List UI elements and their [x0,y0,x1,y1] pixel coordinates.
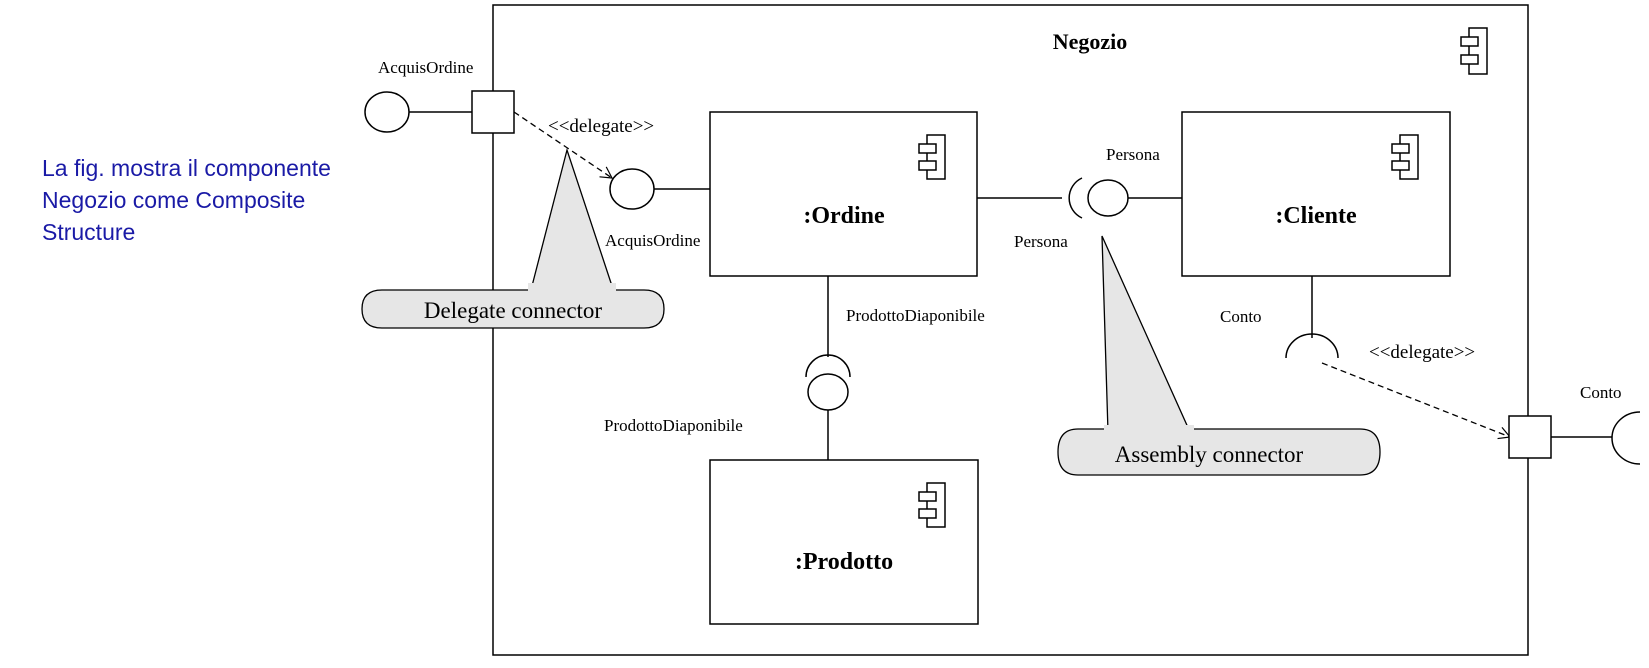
prodotto-provided-interface [807,373,849,411]
prodotto-required-socket [805,354,851,378]
caption-line-1: La fig. mostra il componente [42,155,331,181]
ordine-acquisordine-interface [609,168,655,210]
persona-top-label: Persona [1106,145,1160,164]
conto-inner-label: Conto [1220,307,1262,326]
conto-port [1508,415,1552,459]
negozio-title: Negozio [1053,29,1128,54]
acquisordine-inner-label: AcquisOrdine [605,231,700,250]
acquisordine-outer-label: AcquisOrdine [378,58,473,77]
assembly-callout: Assembly connector [1057,235,1381,476]
assembly-callout-text: Assembly connector [1115,442,1304,467]
delegate-callout-text: Delegate connector [424,298,602,323]
component-icon [918,134,946,180]
caption-line-2: Negozio come Composite [42,187,306,213]
conto-required-socket-inner [1285,333,1339,359]
delegate-left-label: <<delegate>> [548,116,654,137]
delegate-callout: Delegate connector [361,147,665,329]
prodotto-left-label: ProdottoDiaponibile [604,416,743,435]
component-icon [1460,27,1488,75]
component-icon [918,482,946,528]
component-icon [1391,134,1419,180]
ordine-name: :Ordine [803,203,885,229]
acquisordine-port [471,90,515,134]
persona-provided-interface [1087,179,1129,217]
delegate-connector-right [1321,362,1512,440]
persona-bottom-label: Persona [1014,232,1068,251]
caption-line-3: Structure [42,219,136,245]
persona-required-socket [1068,177,1083,219]
negozio-container [492,4,1529,656]
delegate-right-label: <<delegate>> [1369,342,1475,363]
conto-outer-label: Conto [1580,383,1622,402]
conto-required-socket-outer [1611,411,1641,465]
cliente-name: :Cliente [1275,203,1357,229]
prodotto-name: :Prodotto [795,549,893,575]
prodotto-right-label: ProdottoDiaponibile [846,306,985,325]
caption-text: La fig. mostra il componente Negozio com… [42,152,462,248]
acquisordine-provided-interface [364,91,410,133]
